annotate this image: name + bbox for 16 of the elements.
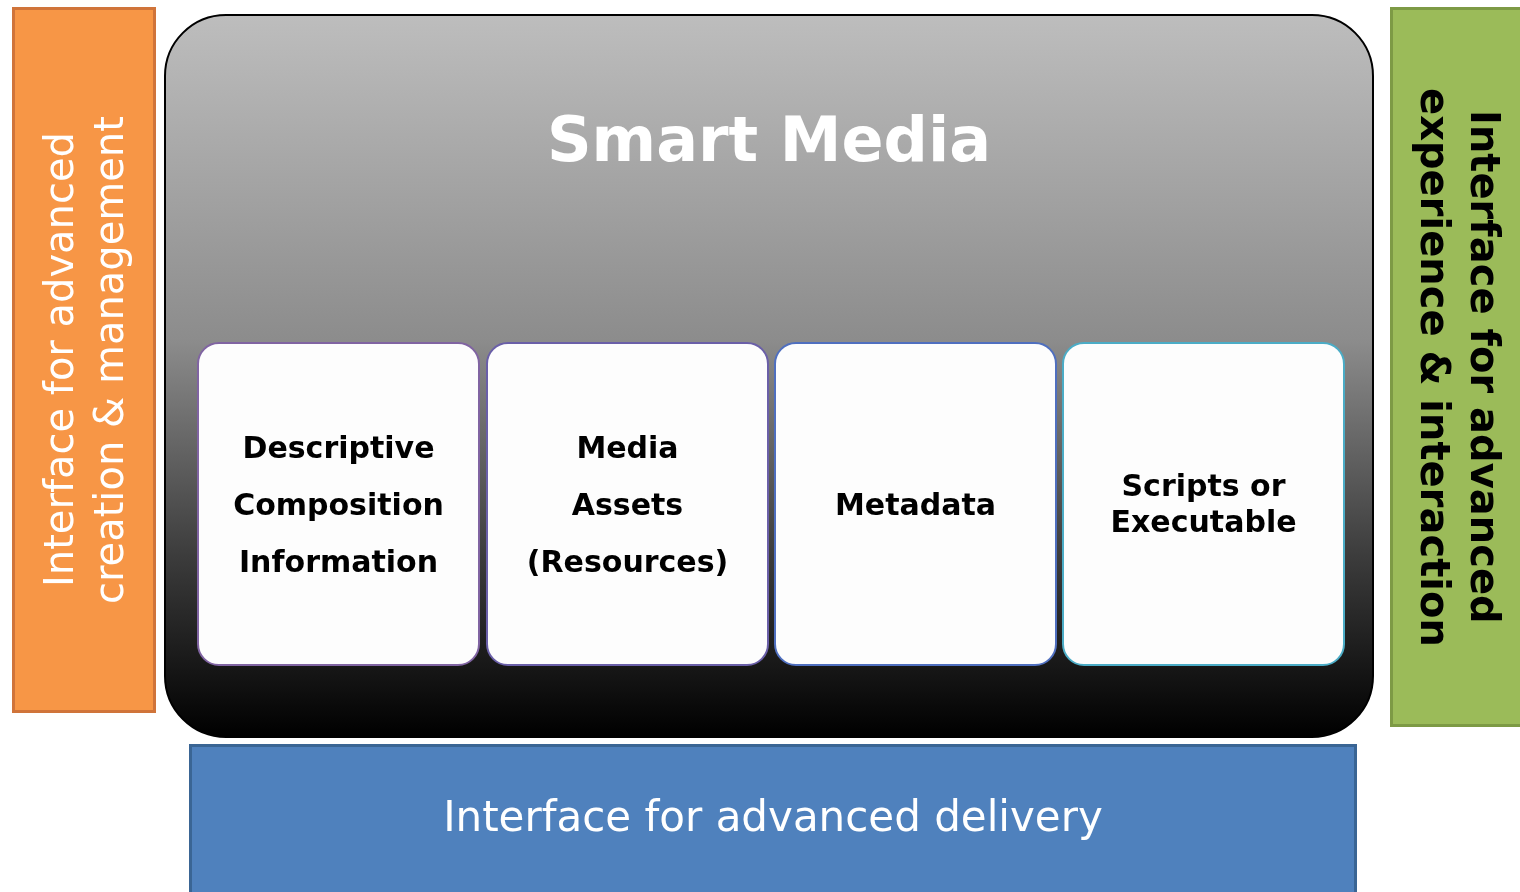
container-box [164, 14, 1374, 738]
component-box [486, 342, 769, 666]
band-label: Interface for advanced creation & management [35, 115, 133, 606]
component-box [1062, 342, 1345, 666]
component-label: Descriptive Composition Information [232, 428, 445, 581]
component-label: Metadata [833, 485, 998, 524]
container-title: Smart Media [546, 102, 992, 178]
component-box [197, 342, 480, 666]
component-label: Scripts or Executable [1109, 468, 1298, 540]
band-label: Interface for advanced experience & interaction [1411, 87, 1509, 647]
interface-band [189, 744, 1357, 892]
band-label: Interface for advanced delivery [442, 790, 1104, 843]
interface-band [12, 7, 156, 713]
interface-band [1390, 7, 1520, 727]
component-box [774, 342, 1057, 666]
component-label: Media Assets (Resources) [525, 428, 730, 581]
